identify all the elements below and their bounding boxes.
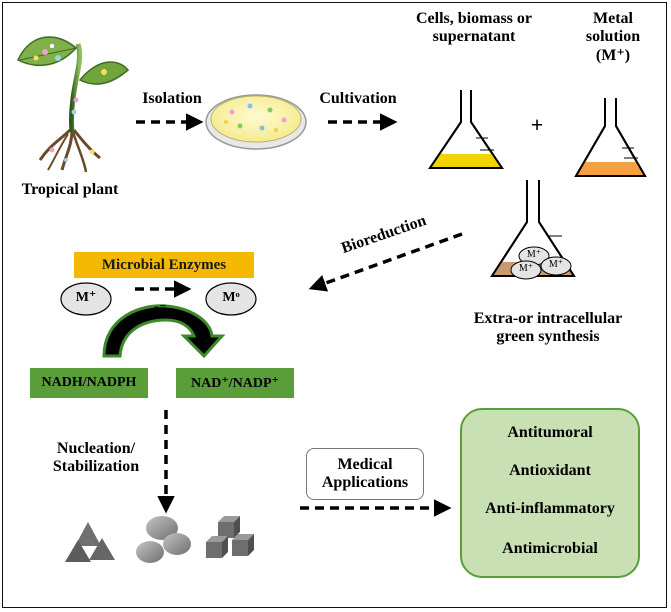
metal-label-line3: (M⁺) xyxy=(595,46,631,64)
metal-zero-ellipse xyxy=(205,282,257,316)
medical-applications-box: Medical Applications xyxy=(306,448,424,500)
flask-ion-label: M⁺ xyxy=(526,249,542,260)
bioreduction-arrow xyxy=(308,232,463,292)
synthesis-label-line1: Extra-or intracellular xyxy=(473,310,623,327)
flask-ion-label: M⁺ xyxy=(518,263,534,274)
electron-label: e⁻ xyxy=(153,302,167,317)
cells-label-line2: supernatant xyxy=(432,28,516,46)
cube-nanoparticles-icon xyxy=(206,516,254,558)
cells-label: Cells, biomass or supernatant xyxy=(394,10,554,47)
metal-ion-label: M⁺ xyxy=(75,290,97,305)
metal-zero-label: Mᵒ xyxy=(222,290,240,305)
nadp-box: NAD⁺/NADP⁺ xyxy=(176,368,294,398)
application-item: Antitumoral xyxy=(507,424,593,441)
metal-solution-flask-icon xyxy=(574,98,647,177)
metal-label-line2: solution xyxy=(585,28,641,46)
application-item: Anti-inflammatory xyxy=(485,500,615,517)
synthesis-flask-icon xyxy=(490,180,576,280)
medical-label-line2: Applications xyxy=(321,474,409,491)
plus-sign: + xyxy=(530,112,544,137)
flask-ion-label: M⁺ xyxy=(548,259,564,270)
metal-label-line1: Metal xyxy=(593,10,633,27)
microbial-enzymes-box: Microbial Enzymes xyxy=(74,252,254,278)
petri-dish-icon xyxy=(205,94,307,150)
plant-label: Tropical plant xyxy=(21,181,119,198)
metal-ion-ellipse xyxy=(60,282,112,316)
application-item: Antimicrobial xyxy=(502,540,598,557)
nucleation-label: Nucleation/ Stabilization xyxy=(40,440,152,477)
metal-solution-label: Metal solution (M⁺) xyxy=(570,10,656,65)
tropical-plant-icon xyxy=(17,36,130,173)
flask-ion-bubble xyxy=(540,256,572,276)
isolation-label: Isolation xyxy=(142,90,202,107)
nadh-box: NADH/NADPH xyxy=(30,368,148,398)
electron-transfer-arrow xyxy=(102,304,226,359)
nucleation-label-line2: Stabilization xyxy=(52,458,140,476)
nucleation-label-line1: Nucleation/ xyxy=(56,440,136,457)
cells-flask-icon xyxy=(428,90,504,169)
triangle-nanoparticles-icon xyxy=(65,522,115,562)
applications-panel: Antitumoral Antioxidant Anti-inflammator… xyxy=(460,408,640,578)
synthesis-label-line2: green synthesis xyxy=(496,328,600,346)
synthesis-label: Extra-or intracellular green synthesis xyxy=(438,310,658,347)
cultivation-label: Cultivation xyxy=(319,90,397,107)
application-item: Antioxidant xyxy=(509,462,591,479)
flask-ion-bubble xyxy=(510,260,542,280)
medical-label-line1: Medical xyxy=(337,456,393,473)
cells-label-line1: Cells, biomass or xyxy=(416,10,532,27)
sphere-nanoparticles-icon xyxy=(136,516,191,563)
